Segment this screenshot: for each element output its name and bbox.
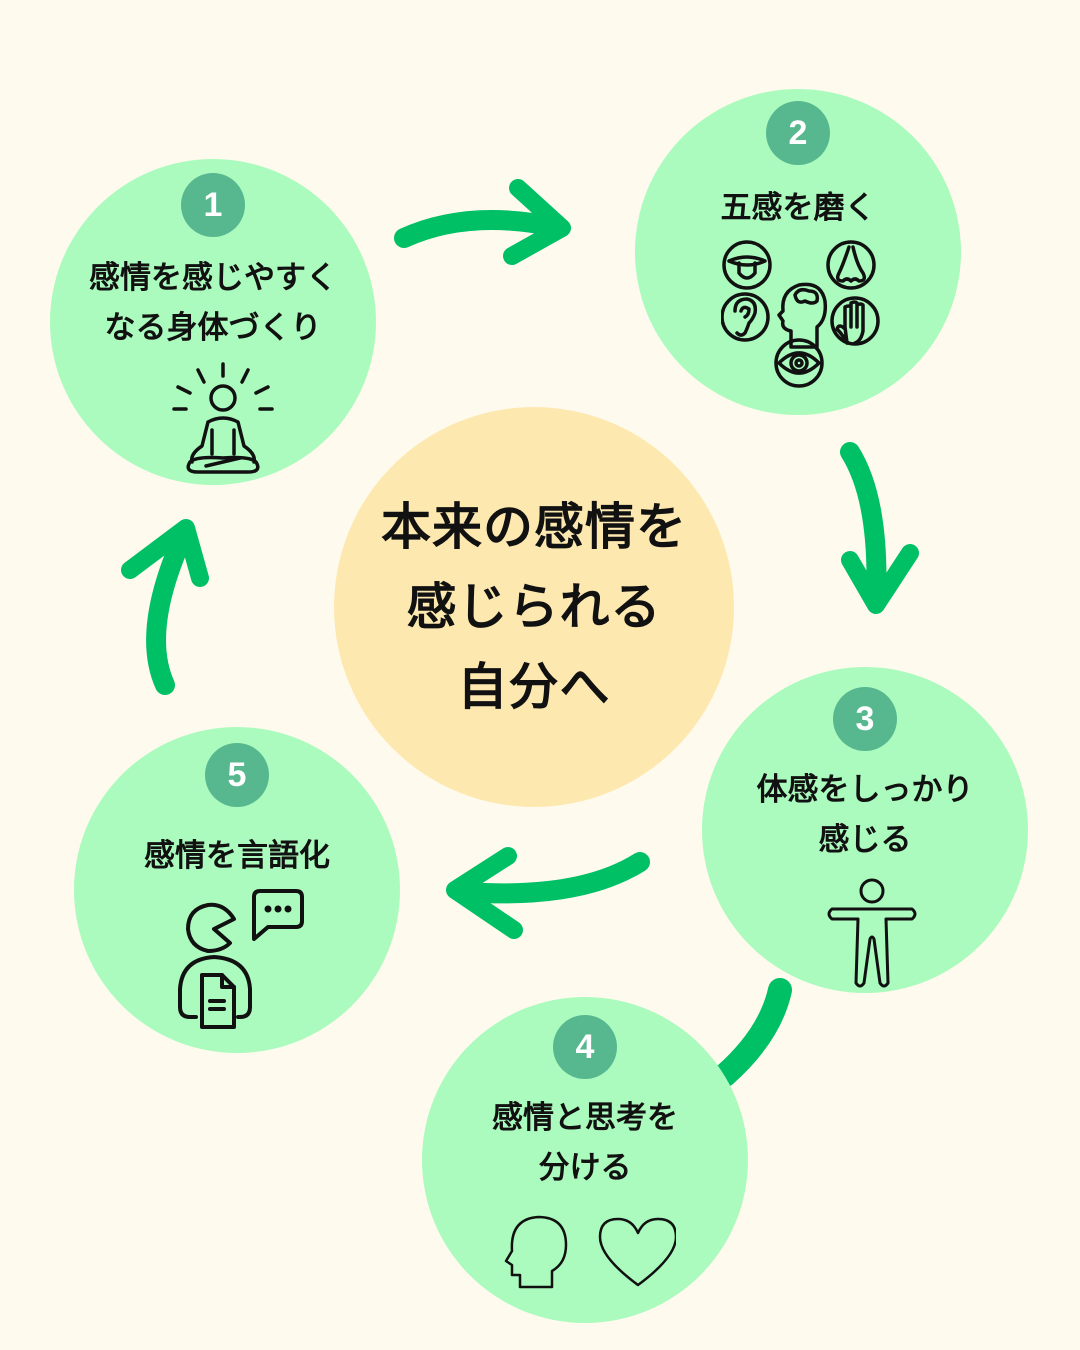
arrow-step3-to-step4 <box>713 978 792 1087</box>
step-title: 感情を感じやすく なる身体づくり <box>50 253 376 353</box>
step-title: 感情を言語化 <box>74 831 400 881</box>
step-title-line: 分ける <box>538 1150 632 1186</box>
step-1-circle: 1 感情を感じやすく なる身体づくり <box>50 159 376 485</box>
step-title-line: 感情を言語化 <box>144 838 330 874</box>
step-title: 感情と思考を 分ける <box>422 1093 748 1193</box>
nose-icon <box>826 240 876 290</box>
brain-head-icon <box>777 282 828 349</box>
step-number-badge: 1 <box>181 173 245 237</box>
heart-icon <box>598 1217 676 1287</box>
step-number-badge: 5 <box>205 743 269 807</box>
arrow-step5-to-step1 <box>121 519 209 695</box>
meditation-icon <box>168 362 278 474</box>
head-and-heart-icon <box>504 1213 676 1289</box>
step-title-line: 感情を感じやすく <box>89 260 337 296</box>
step-number-badge: 4 <box>553 1015 617 1079</box>
body-figure-icon <box>826 877 918 989</box>
arrow-step4-to-step5 <box>446 847 650 939</box>
arrow-step1-to-step2 <box>394 179 571 265</box>
tongue-icon <box>722 240 772 290</box>
speaking-person-icon <box>170 885 304 1031</box>
center-goal-line: 感じられる <box>406 578 662 636</box>
step-3-circle: 3 体感をしっかり 感じる <box>702 667 1028 993</box>
eye-icon <box>774 338 824 388</box>
step-4-circle: 4 感情と思考を 分ける <box>422 997 748 1323</box>
center-goal-circle: 本来の感情を 感じられる 自分へ <box>334 407 734 807</box>
step-title-line: 五感を磨く <box>720 190 876 226</box>
center-goal-line: 本来の感情を <box>381 498 687 556</box>
step-title: 五感を磨く <box>635 183 961 233</box>
step-title-line: 感情と思考を <box>492 1100 678 1136</box>
step-number-badge: 2 <box>766 101 830 165</box>
head-profile-icon <box>504 1215 568 1289</box>
step-title: 体感をしっかり 感じる <box>702 765 1028 865</box>
arrow-step2-to-step3 <box>840 442 919 614</box>
step-title-line: 感じる <box>818 822 912 858</box>
center-goal-line: 自分へ <box>457 658 611 716</box>
step-2-circle: 2 五感を磨く <box>635 89 961 415</box>
step-number-badge: 3 <box>833 687 897 751</box>
ear-icon <box>721 292 770 342</box>
step-title-line: なる身体づくり <box>104 310 322 346</box>
step-title-line: 体感をしっかり <box>756 772 974 808</box>
step-5-circle: 5 感情を言語化 <box>74 727 400 1053</box>
hand-icon <box>830 296 880 346</box>
five-senses-icon <box>721 239 881 389</box>
